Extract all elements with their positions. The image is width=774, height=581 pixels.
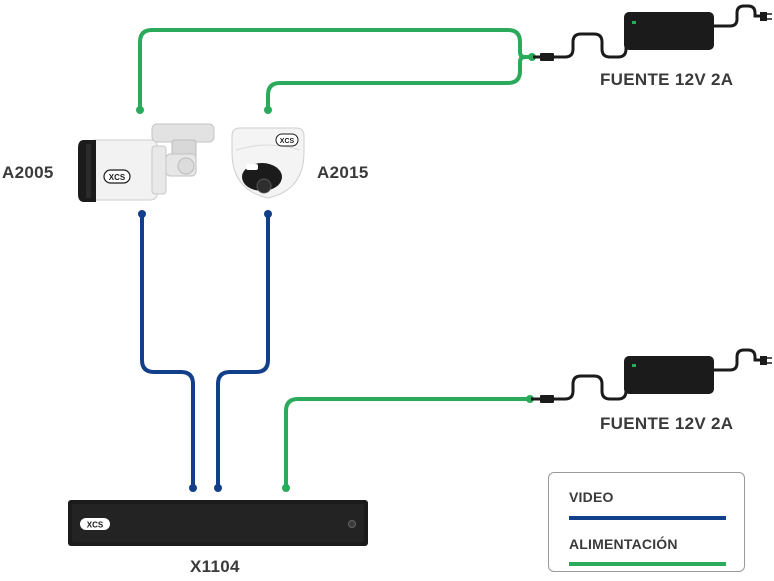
video-wire-a2005 xyxy=(140,212,195,490)
power-supply-label-2: FUENTE 12V 2A xyxy=(600,414,734,433)
camera-label-a2005: A2005 xyxy=(2,163,54,182)
power-wires xyxy=(138,28,534,490)
video-wire-a2015 xyxy=(216,212,270,490)
power-wire-a2005 xyxy=(138,28,534,112)
dvr-brand-mark: XCS xyxy=(87,521,104,530)
legend-line-power xyxy=(569,562,726,566)
video-connector-dots xyxy=(138,210,272,492)
power-supply-2 xyxy=(531,348,772,403)
power-wire-a2015 xyxy=(266,55,527,112)
bullet-camera-icon xyxy=(78,123,215,202)
power-supply-label-1: FUENTE 12V 2A xyxy=(600,70,734,89)
dome-camera-brand-mark: XCS xyxy=(280,138,295,145)
camera-label-a2015: A2015 xyxy=(317,163,369,182)
legend-label-video: VIDEO xyxy=(569,489,614,505)
legend-line-video xyxy=(569,516,726,520)
legend: VIDEO ALIMENTACIÓN xyxy=(548,472,745,572)
dome-camera-icon xyxy=(231,127,305,199)
power-wire-x1104 xyxy=(284,397,532,490)
bullet-camera-brand-mark: XCS xyxy=(109,173,126,182)
recorder-label: X1104 xyxy=(190,557,240,576)
legend-label-power: ALIMENTACIÓN xyxy=(569,536,678,552)
dvr-recorder-icon xyxy=(68,500,368,546)
power-supply-1 xyxy=(533,4,772,61)
video-wires xyxy=(140,212,270,490)
power-connector-dots xyxy=(136,53,536,492)
